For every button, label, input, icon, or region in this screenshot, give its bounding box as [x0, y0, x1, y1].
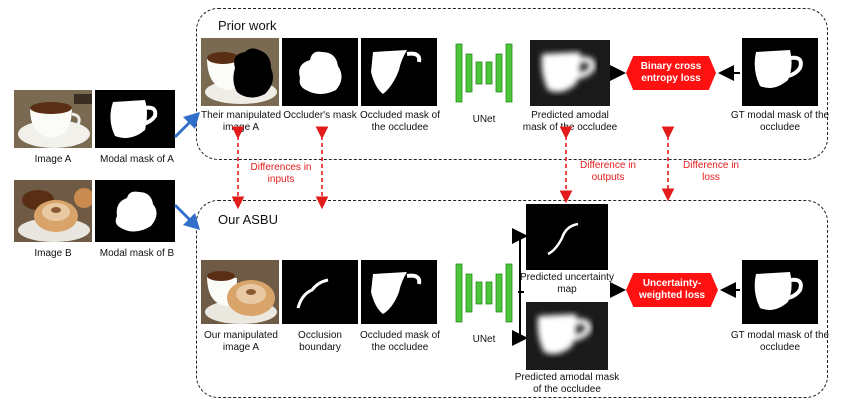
modal-mask-a — [95, 90, 175, 148]
prior-occluded-label: Occluded mask of the occludee — [359, 110, 441, 133]
prior-unet-icon — [455, 43, 513, 103]
ours-unet-icon — [455, 263, 513, 323]
ours-gt-modal-mask — [742, 260, 818, 324]
prior-gt-modal-mask — [742, 38, 818, 106]
prior-work-title: Prior work — [218, 18, 277, 33]
ours-gt-label: GT modal mask of the occludee — [730, 330, 830, 353]
ours-manipulated-label: Our manipulated image A — [204, 330, 278, 353]
ours-uncertainty-map — [526, 204, 608, 270]
blue-arrow-to-prior — [174, 112, 200, 138]
modal-mask-a-label: Modal mask of A — [100, 154, 174, 165]
ours-predicted-amodal — [526, 302, 608, 370]
blue-arrow-to-ours — [174, 204, 200, 230]
ours-uncertainty-loss: Uncertainty-weighted loss — [626, 273, 718, 307]
diff-loss-label: Difference in loss — [683, 160, 739, 183]
modal-mask-b-label: Modal mask of B — [99, 248, 175, 259]
image-a-photo — [14, 90, 92, 148]
ours-unet-label: UNet — [472, 334, 496, 345]
ours-occluded-label: Occluded mask of the occludee — [359, 330, 441, 353]
image-b-photo — [14, 180, 92, 242]
ours-uncertainty-label: Predicted uncertainty map — [520, 272, 614, 295]
our-asbu-title: Our ASBU — [218, 212, 278, 227]
ours-occlusion-boundary — [282, 260, 358, 324]
ours-occluded-mask — [361, 260, 437, 324]
our-asbu-panel — [196, 200, 828, 398]
modal-mask-b — [95, 180, 175, 242]
prior-manipulated-image — [201, 38, 279, 106]
ours-predicted-amodal-label: Predicted amodal mask of the occludee — [514, 372, 620, 395]
prior-occluded-mask — [361, 38, 437, 106]
prior-bce-loss: Binary cross entropy loss — [626, 56, 716, 90]
ours-manipulated-image — [201, 260, 279, 324]
prior-predicted-amodal — [530, 40, 610, 106]
prior-occluder-mask — [282, 38, 358, 106]
image-a-label: Image A — [34, 154, 72, 165]
prior-gt-label: GT modal mask of the occludee — [730, 110, 830, 133]
image-b-label: Image B — [34, 248, 72, 259]
prior-work-panel — [196, 8, 828, 160]
ours-boundary-label: Occlusion boundary — [298, 330, 342, 353]
prior-unet-label: UNet — [472, 114, 496, 125]
prior-occluder-label: Occluder's mask — [283, 110, 357, 121]
diff-inputs-label: Differences in inputs — [250, 162, 312, 185]
diff-outputs-label: Difference in outputs — [580, 160, 636, 183]
